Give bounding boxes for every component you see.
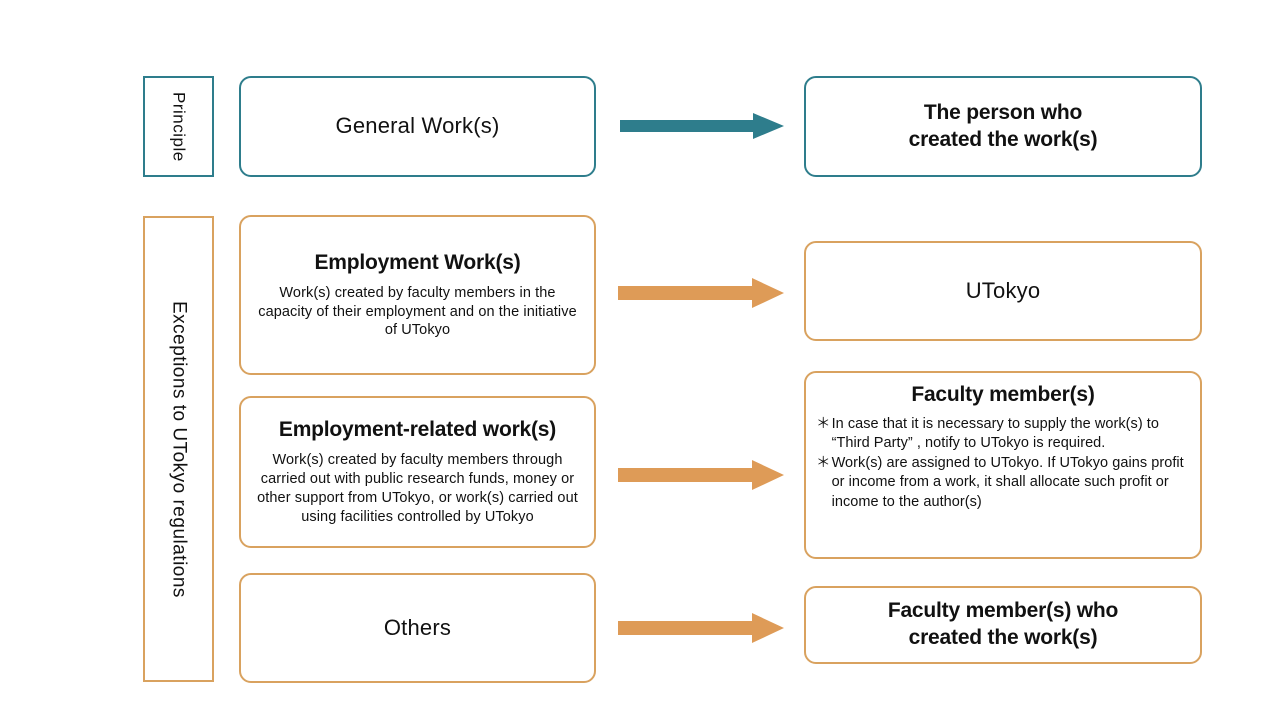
box-employment-related-works-description: Work(s) created by faculty members throu… bbox=[257, 452, 578, 525]
box-employment-related-works-title: Employment-related work(s) bbox=[278, 418, 557, 442]
category-bar-principle: Principle bbox=[143, 76, 214, 177]
box-faculty-members-notes: ＊ In case that it is necessary to supply… bbox=[816, 415, 1190, 512]
box-person-who-created: The person who created the work(s) bbox=[804, 76, 1202, 177]
box-faculty-members-who-created-line1: Faculty member(s) who bbox=[887, 599, 1119, 623]
note-text: In case that it is necessary to supply t… bbox=[831, 415, 1159, 452]
box-general-works: General Work(s) bbox=[239, 76, 596, 177]
arrow-right-orange-icon bbox=[618, 612, 784, 644]
arrow-right-orange-icon bbox=[618, 459, 784, 491]
note-item: ＊ Work(s) are assigned to UTokyo. If UTo… bbox=[816, 454, 1190, 512]
box-faculty-members-title: Faculty member(s) bbox=[911, 383, 1095, 406]
box-general-works-title: General Work(s) bbox=[335, 113, 500, 139]
box-utokyo-title: UTokyo bbox=[965, 277, 1041, 303]
asterisk-icon: ＊ bbox=[816, 415, 831, 432]
box-faculty-members-who-created-line2: created the work(s) bbox=[908, 626, 1098, 649]
category-label-principle: Principle bbox=[169, 91, 189, 162]
box-person-who-created-line1: The person who bbox=[923, 100, 1083, 124]
box-employment-works: Employment Work(s) Work(s) created by fa… bbox=[239, 215, 596, 375]
box-faculty-members: Faculty member(s) ＊ In case that it is n… bbox=[804, 371, 1202, 559]
box-others-title: Others bbox=[383, 614, 452, 640]
box-person-who-created-line2: created the work(s) bbox=[908, 127, 1098, 151]
arrow-right-teal-icon bbox=[620, 112, 784, 140]
box-others: Others bbox=[239, 573, 596, 683]
arrow-right-orange-icon bbox=[618, 277, 784, 309]
asterisk-icon: ＊ bbox=[816, 454, 831, 471]
note-item: ＊ In case that it is necessary to supply… bbox=[816, 415, 1190, 454]
note-text: Work(s) are assigned to UTokyo. If UToky… bbox=[831, 454, 1184, 510]
box-utokyo: UTokyo bbox=[804, 241, 1202, 341]
box-faculty-members-who-created: Faculty member(s) who created the work(s… bbox=[804, 586, 1202, 664]
box-employment-works-title: Employment Work(s) bbox=[314, 250, 521, 274]
box-employment-related-works: Employment-related work(s) Work(s) creat… bbox=[239, 396, 596, 548]
category-label-exceptions: Exceptions to UTokyo regulations bbox=[168, 300, 190, 598]
box-employment-works-description: Work(s) created by faculty members in th… bbox=[258, 284, 577, 339]
category-bar-exceptions: Exceptions to UTokyo regulations bbox=[143, 216, 214, 682]
